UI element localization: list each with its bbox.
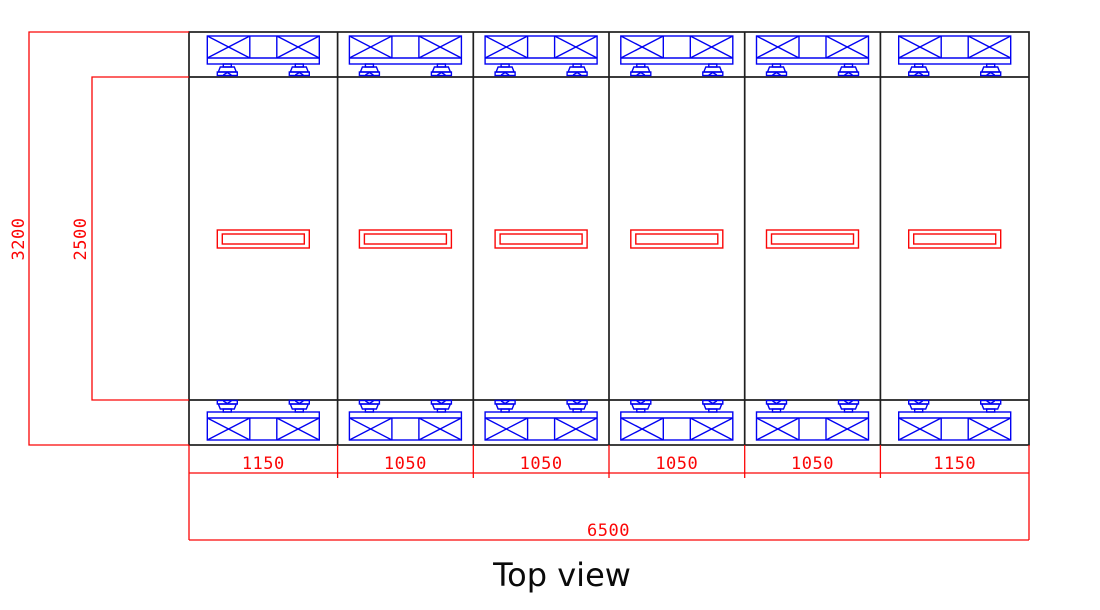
overall-depth-label: 3200 — [9, 218, 29, 261]
x-braced-beam-icon — [485, 36, 597, 76]
inner-depth-label: 2500 — [71, 218, 91, 261]
x-braced-beam-icon — [757, 401, 869, 441]
segment-width-label-5: 1050 — [791, 454, 834, 474]
inner-depth-dim-line — [91, 76, 189, 401]
x-braced-beam-icon — [621, 36, 733, 76]
segment-width-label-3: 1050 — [520, 454, 563, 474]
roof-hatch-icon — [630, 229, 724, 249]
drawing-title: Top view — [492, 556, 631, 594]
roof-hatch-icon — [216, 229, 310, 249]
x-braced-beam-icon — [899, 36, 1011, 76]
roof-hatch-icon — [494, 229, 588, 249]
x-braced-beam-icon — [207, 401, 319, 441]
segment-width-label-6: 1150 — [933, 454, 976, 474]
segment-width-label-4: 1050 — [655, 454, 698, 474]
outline-layer — [188, 31, 1030, 446]
x-braced-beam-icon — [757, 36, 869, 76]
roof-hatch-icon — [908, 229, 1002, 249]
dimension-text-layer: 3200 2500 1150 1050 1050 1050 1050 1150 … — [9, 218, 976, 541]
roof-hatch-icon — [765, 229, 860, 249]
segment-width-label-2: 1050 — [384, 454, 427, 474]
x-braced-beam-icon — [621, 401, 733, 441]
x-braced-beam-icon — [349, 401, 461, 441]
overall-depth-dim-line — [28, 31, 189, 446]
total-width-label: 6500 — [587, 521, 630, 541]
segment-width-label-1: 1150 — [242, 454, 285, 474]
roof-hatch-icon — [358, 229, 453, 249]
x-braced-beam-icon — [899, 401, 1011, 441]
dimension-lines-layer — [28, 31, 1030, 541]
x-braced-beam-icon — [207, 36, 319, 76]
x-braced-beam-icon — [349, 36, 461, 76]
x-braced-beam-icon — [485, 401, 597, 441]
